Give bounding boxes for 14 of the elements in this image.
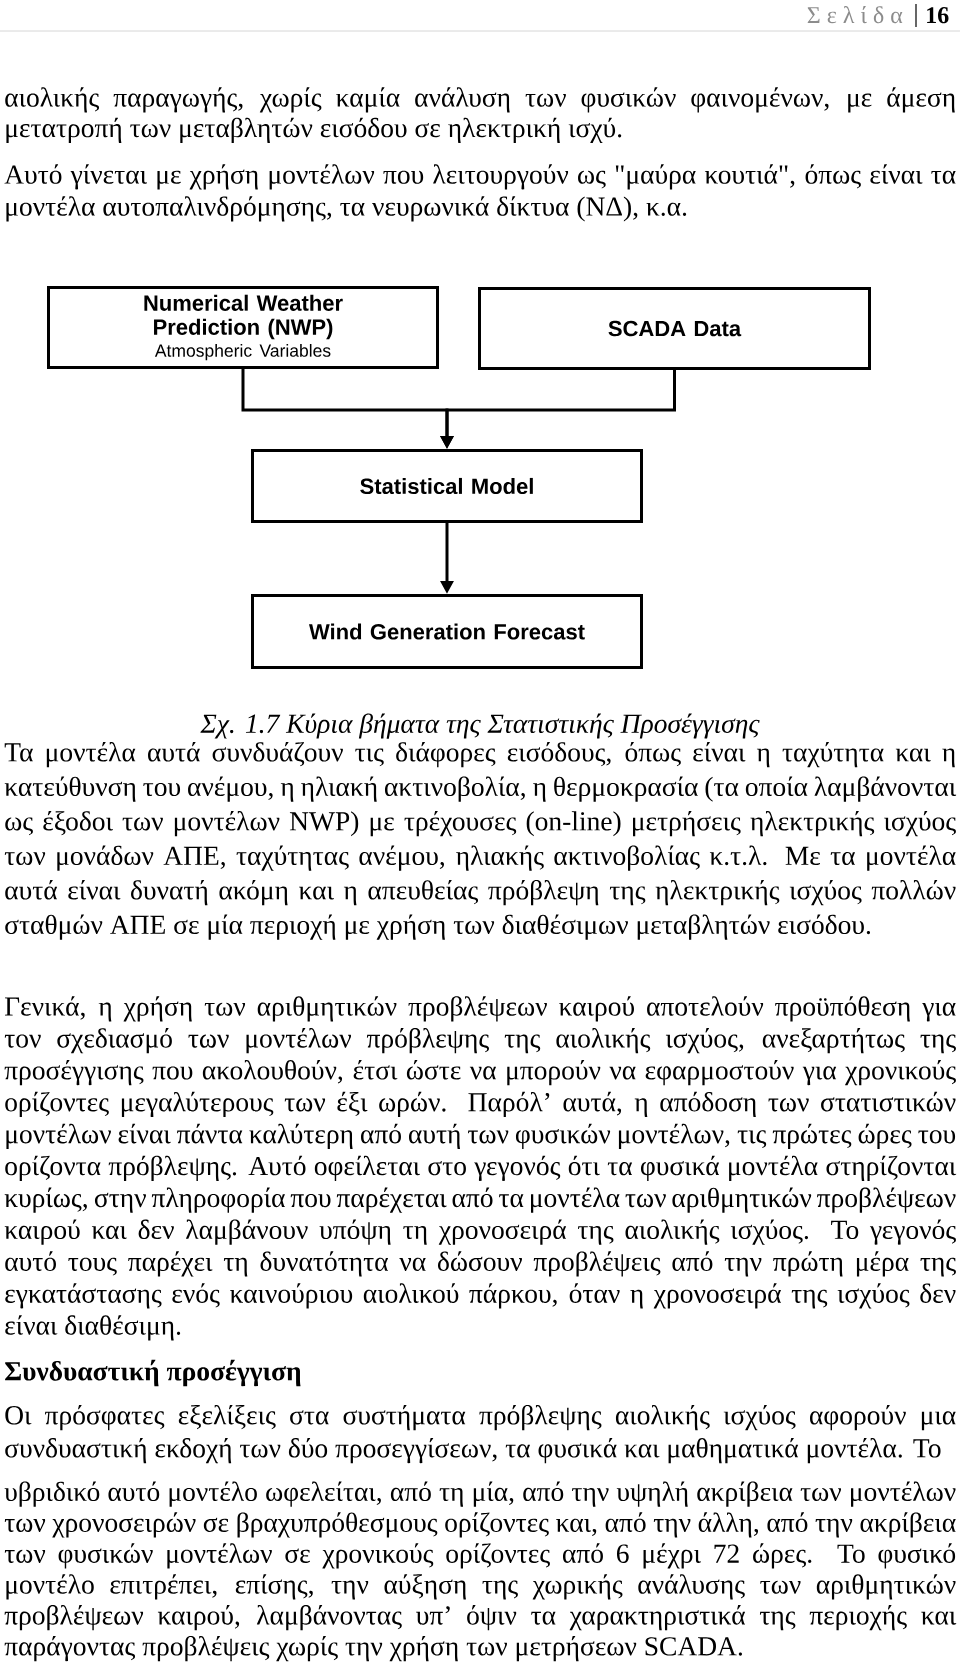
process-box: SCADA Data bbox=[478, 287, 871, 370]
body-paragraph: Αυτό γίνεται με χρήση μοντέλων που λειτουργούν ως "μαύρα κουτιά", όπως είναι τα μοντέλα αυτοπαλινδρόμησης, τα νευρωνικά δίκτυα (ΝΔ), κ.α. bbox=[4, 164, 956, 222]
figure-caption: Σχ. 1.7 Κύρια βήματα της Στατιστικής Προσέγγισης bbox=[200, 713, 760, 739]
body-paragraph: Τα μοντέλα αυτά συνδυάζουν τις διάφορες εισόδους, όπως είναι η ταχύτητα και η κατεύθυνση του ανέμου, η ηλιακή ακτινοβολία, η θερμοκρασία (τα οποία λαμβάνονται ως έξοδοι των μοντέλων NWP) με τρέχουσες (on-line) μετρήσεις ηλεκτρικής ισχύος των μονάδων ΑΠΕ, ταχύτητας ανέμου, ηλιακής ακτινοβολίας κ.τ.λ. Με τα μοντέλα αυτά είναι δυνατή ακόμη και η απευθείας πρόβλεψη της ηλεκτρικής ισχύος πολλών σταθμών ΑΠΕ σε μία περιοχή με χρήση των διαθέσιμων μεταβλητών εισόδου. bbox=[4, 741, 957, 940]
body-paragraph: αιολικής παραγωγής, χωρίς καμία ανάλυση των φυσικών φαινομένων, με άμεση μετατροπή των μεταβλητών εισόδου σε ηλεκτρική ισχύ. bbox=[5, 87, 955, 143]
process-box: Numerical Weather Prediction (NWP) Atmospheric Variables bbox=[47, 286, 439, 369]
process-box: Wind Generation Forecast bbox=[251, 594, 643, 669]
body-paragraph: Γενικά, η χρήση των αριθμητικών προβλέψεων καιρού αποτελούν προϋπόθεση για τον σχεδιασμό των μοντέλων πρόβλεψης της αιολικής ισχύος, ανεξαρτήτως της προσέγγισης που ακολουθούν, έτσι ώστε να μπορούν να εφαρμοστούν για χρονικούς ορίζοντες μεγαλύτερους των έξι ωρών. Παρόλ’ αυτά, η απόδοση των στατιστικών μοντέλων είναι πάντα καλύτερη από αυτή των φυσικών μοντέλων, τις πρώτες ώρες του ορίζοντα πρόβλεψης. Αυτό οφείλεται στο γεγονός ότι τα φυσικά μοντέλα στηρίζονται κυρίως, στην πληροφορία που παρέχεται από τα μοντέλα των αριθμητικών προβλέψεων καιρού και δεν λαμβάνουν υπόψη τη χρονοσειρά της αιολικής ισχύος. Το γεγονός αυτό τους παρέχει τη δυνατότητα να δώσουν προβλέψεις από την πρώτη μέρα της εγκατάστασης ενός καινούριου αιολικού πάρκου, όταν η χρονοσειρά της ισχύος δεν είναι διαθέσιμη. bbox=[4, 996, 957, 1341]
body-paragraph: Οι πρόσφατες εξελίξεις στα συστήματα πρόβλεψης αιολικής ισχύος αφορούν μια συνδυαστική εκδοχή των δύο προσεγγίσεων, τα φυσικά και μαθηματικά μοντέλα. Το bbox=[5, 1404, 956, 1464]
body-paragraph: υβριδικό αυτό μοντέλο ωφελείται, από τη μία, από την υψηλή ακρίβεια των μοντέλων των χρονοσειρών σε βραχυπρόθεσμους ορίζοντες και, από την άλλη, από την ακρίβεια των φυσικών μοντέλων σε χρονικούς ορίζοντες από 6 μέχρι 72 ώρες. Το φυσικό μοντέλο επιτρέπει, επίσης, την αύξηση της χωρικής ανάλυσης των αριθμητικών προβλέψεων καιρού, λαμβάνοντας υπ’ όψιν τα χαρακτηριστικά της περιοχής και παράγοντας προβλέψεις χωρίς την χρήση των μετρήσεων SCADA. bbox=[4, 1481, 957, 1662]
page-number: 16 bbox=[927, 7, 949, 24]
process-box: Statistical Model bbox=[251, 449, 643, 523]
page-header-label: Σ ε λ ί δ α bbox=[807, 6, 903, 24]
section-heading: Συνδυαστική προσέγγιση bbox=[5, 1359, 301, 1387]
